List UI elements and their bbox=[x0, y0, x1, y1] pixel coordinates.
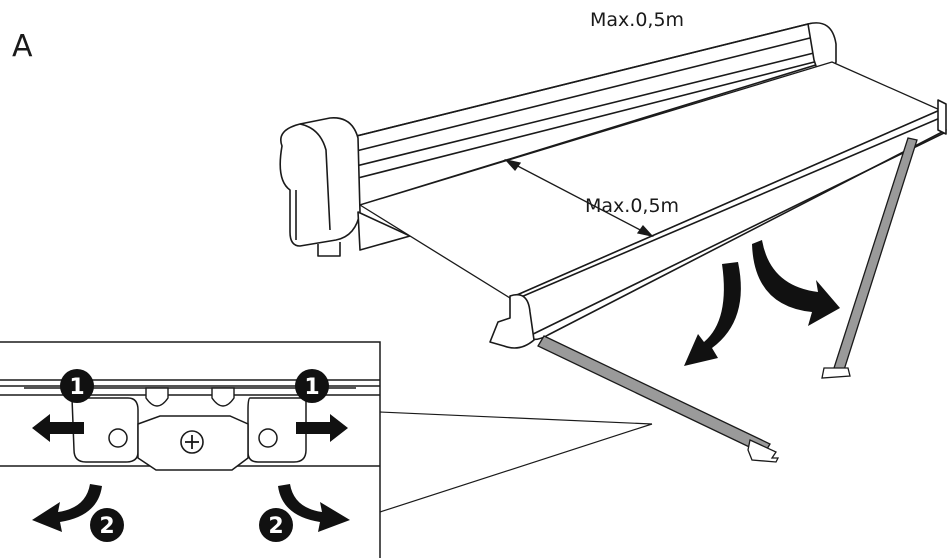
figure-label: A bbox=[12, 29, 33, 64]
svg-text:1: 1 bbox=[304, 375, 319, 400]
arrow-right-icon bbox=[296, 414, 348, 442]
svg-text:2: 2 bbox=[268, 514, 283, 539]
support-arm-left bbox=[537, 335, 780, 463]
curved-arrow-icon bbox=[752, 240, 840, 326]
curved-arrow-icon bbox=[684, 262, 741, 366]
step-badge-release-right: 1 bbox=[295, 369, 329, 403]
step-badge-release-left: 1 bbox=[60, 369, 94, 403]
curved-arrow-icon bbox=[278, 484, 350, 532]
support-arm-right bbox=[821, 137, 918, 379]
dimension-label-top: Max.0,5m bbox=[590, 9, 684, 31]
step-badge-rotate-left: 2 bbox=[90, 508, 124, 542]
detail-inset bbox=[0, 341, 653, 558]
dimension-label-middle: Max.0,5m bbox=[585, 195, 679, 217]
screw-icon bbox=[180, 430, 204, 454]
cassette-housing bbox=[279, 22, 837, 257]
step-badge-rotate-right: 2 bbox=[259, 508, 293, 542]
curved-arrow-icon bbox=[32, 484, 102, 532]
arrow-left-icon bbox=[32, 414, 84, 442]
svg-text:1: 1 bbox=[69, 375, 84, 400]
front-profile bbox=[489, 99, 947, 349]
svg-text:2: 2 bbox=[99, 514, 114, 539]
dimension-line bbox=[504, 158, 654, 238]
